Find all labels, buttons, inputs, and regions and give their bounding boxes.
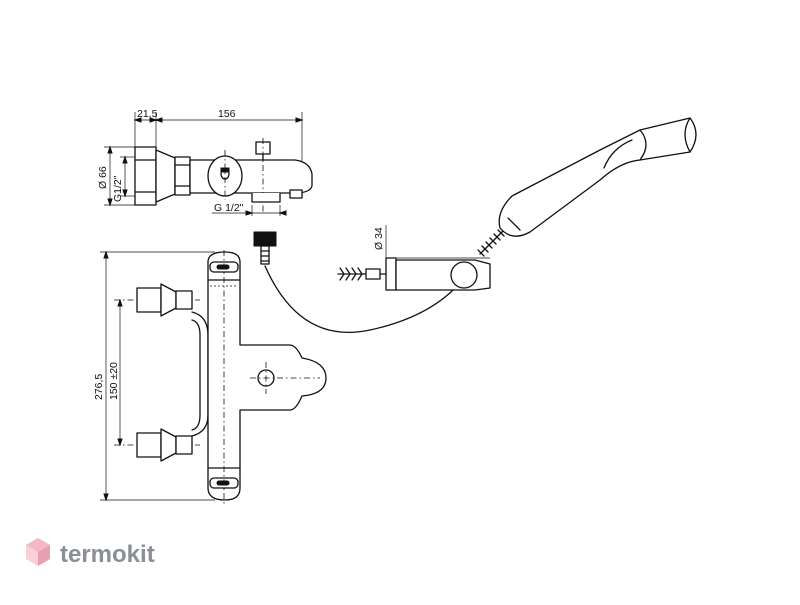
dim-thread-bottom: G 1/2" bbox=[214, 202, 244, 214]
dim-diameter-inlet: Ø 66 bbox=[97, 166, 109, 189]
dim-top-length: 156 bbox=[218, 108, 236, 120]
logo-text: termokit bbox=[60, 541, 155, 568]
front-view: 276,5 150 ±20 bbox=[93, 250, 327, 505]
dim-holder-diameter: Ø 34 bbox=[373, 227, 385, 250]
dim-top-small: 21,5 bbox=[137, 108, 158, 120]
top-view: 21,5 156 Ø 66 G1/2" bbox=[97, 108, 313, 216]
dim-thread-side: G1/2" bbox=[112, 175, 124, 202]
termokit-logo: termokit bbox=[26, 538, 155, 568]
hose-assembly: Ø 34 bbox=[253, 117, 697, 334]
dim-center-distance: 150 ±20 bbox=[108, 362, 120, 400]
dim-height: 276,5 bbox=[93, 374, 105, 400]
